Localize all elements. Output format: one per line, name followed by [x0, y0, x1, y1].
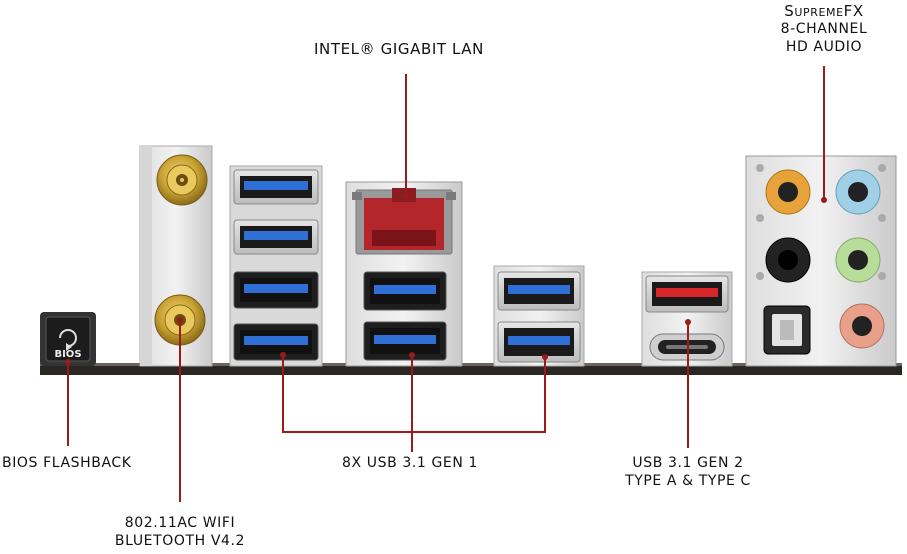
- label-usb-gen1: 8X USB 3.1 GEN 1: [342, 455, 478, 471]
- audio-jack-pink: [839, 303, 885, 349]
- label-audio-line2: 8-CHANNEL: [780, 21, 868, 37]
- label-audio-line1: SupremeFX: [784, 2, 864, 20]
- audio-panel: [745, 155, 897, 367]
- usb-port: [233, 271, 319, 309]
- label-wifi-bluetooth: 802.11AC WIFI BLUETOOTH V4.2: [100, 514, 260, 550]
- audio-jack-blue: [835, 169, 881, 215]
- ethernet-port: [352, 188, 456, 255]
- refresh-icon: [59, 329, 77, 347]
- label-audio-line3: HD AUDIO: [785, 39, 863, 55]
- usb-stack-left: [229, 165, 323, 367]
- audio-jack-orange: [765, 169, 811, 215]
- wifi-antenna-bracket: [139, 145, 213, 367]
- board-edge: [40, 365, 902, 375]
- lan-usb-stack: [345, 181, 463, 367]
- label-bios-flashback: BIOS FLASHBACK: [2, 455, 132, 471]
- bios-button-text: BIOS: [54, 349, 81, 360]
- usb-port: [363, 271, 447, 311]
- label-wifi-line1: 802.11AC WIFI: [124, 515, 236, 531]
- label-wifi-line2: BLUETOOTH V4.2: [114, 533, 246, 549]
- label-usb-gen2: USB 3.1 GEN 2 TYPE A & TYPE C: [610, 454, 766, 490]
- usb-port: [497, 321, 581, 363]
- usb-port: [497, 271, 581, 311]
- label-usb-gen2-line1: USB 3.1 GEN 2: [632, 455, 744, 471]
- usb-port: [233, 219, 319, 255]
- usb-type-a-port: [645, 275, 729, 313]
- callout-lines: [67, 66, 825, 502]
- leader-usb-bracket: [282, 355, 546, 433]
- audio-jack-black: [765, 237, 811, 283]
- label-intel-gigabit-lan: INTEL® GIGABIT LAN: [314, 40, 484, 58]
- optical-spdif-port: [763, 305, 811, 355]
- label-supremefx-audio: SupremeFX 8-CHANNEL HD AUDIO: [764, 2, 884, 56]
- label-usb-gen2-line2: TYPE A & TYPE C: [625, 473, 751, 489]
- usb-port: [233, 323, 319, 361]
- usb-port: [233, 169, 319, 205]
- usb-stack-middle: [493, 265, 585, 367]
- audio-jack-green: [835, 237, 881, 283]
- usb-gen2-stack: [641, 271, 733, 367]
- usb-port: [363, 321, 447, 361]
- bios-flashback-button: BIOS: [40, 312, 96, 366]
